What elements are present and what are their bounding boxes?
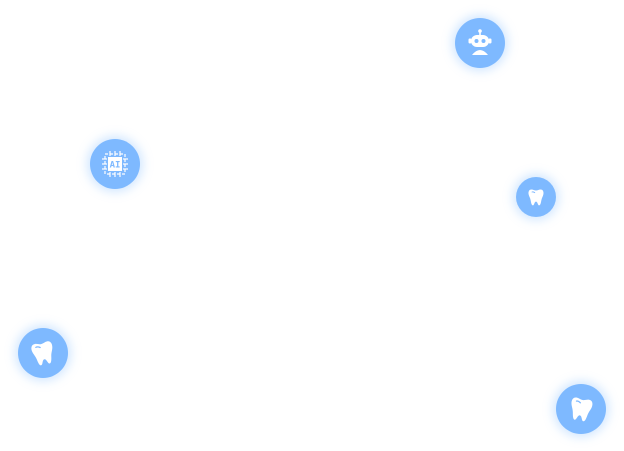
ai-chip-icon: AI — [102, 151, 128, 177]
ai-chip-bubble: AI — [90, 139, 140, 189]
tooth-bubble-right — [556, 384, 606, 434]
ai-chip-label: AI — [110, 161, 121, 171]
tooth-bubble-small — [516, 177, 556, 217]
tooth-icon — [528, 189, 544, 206]
tooth-icon — [571, 397, 593, 422]
tooth-icon — [31, 341, 53, 366]
robot-bubble — [455, 18, 505, 68]
tooth-bubble-left — [18, 328, 68, 378]
robot-icon — [468, 29, 492, 55]
